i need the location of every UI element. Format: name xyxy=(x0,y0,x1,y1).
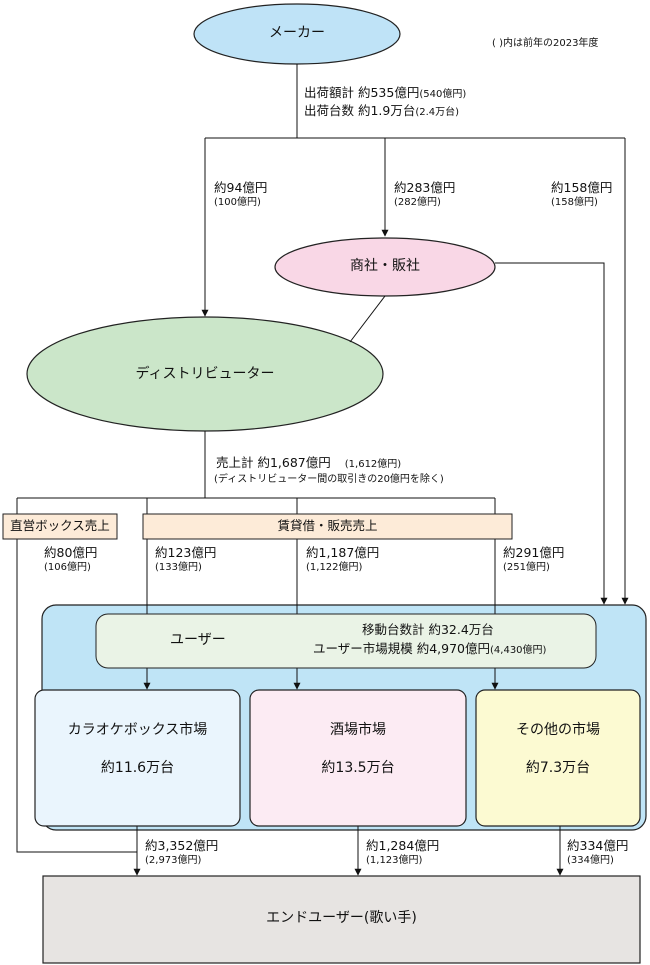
users-market-size-value: ユーザー市場規模 約4,970億円 xyxy=(313,641,491,656)
flow-end-other-value: 約334億円 xyxy=(567,838,629,853)
flow-end-bar-prev: (1,123億円) xyxy=(366,855,423,866)
rental-channel-label: 賃貸借・販売売上 xyxy=(277,518,378,533)
users-market-size: ユーザー市場規模 約4,970億円(4,430億円) xyxy=(313,641,547,657)
distributor-sales-prev: (1,612億円) xyxy=(344,459,402,470)
market-karaoke-value: 約11.6万台 xyxy=(100,760,175,776)
distributor-sales-value: 売上計 約1,687億円 xyxy=(216,455,331,470)
market-box-bar xyxy=(249,689,467,827)
users-mobile-count: 移動台数計 約32.4万台 xyxy=(362,622,494,637)
market-other-name: その他の市場 xyxy=(516,722,600,738)
distributor-sales: 売上計 約1,687億円 (1,612億円) xyxy=(216,455,402,471)
maker-label: メーカー xyxy=(269,25,325,41)
trader-label: 商社・販社 xyxy=(350,258,420,274)
shipment-units: 出荷台数 約1.9万台(2.4万台) xyxy=(304,103,460,119)
flow-to-users-value: 約158億円 xyxy=(551,180,613,195)
market-other-value: 約7.3万台 xyxy=(525,760,591,776)
end-user-box xyxy=(42,875,641,964)
flow-rental-karaoke-prev: (133億円) xyxy=(155,562,202,573)
rental-channel-box xyxy=(142,513,513,540)
flow-to-distributor-prev: (100億円) xyxy=(214,197,261,208)
flow-direct-box-value: 約80億円 xyxy=(44,545,98,560)
shipment-units-prev: (2.4万台) xyxy=(415,107,460,118)
shipment-units-value: 出荷台数 約1.9万台 xyxy=(304,103,416,118)
flow-to-users-prev: (158億円) xyxy=(551,197,598,208)
flow-end-bar-value: 約1,284億円 xyxy=(366,838,440,853)
year-note: ( )内は前年の2023年度 xyxy=(492,38,599,49)
distributor-label: ディストリビューター xyxy=(135,366,275,382)
end-user-label: エンドユーザー(歌い手) xyxy=(266,910,417,926)
flow-to-distributor-value: 約94億円 xyxy=(214,180,268,195)
shipment-amount-value: 出荷額計 約535億円 xyxy=(304,85,420,100)
market-box-other xyxy=(475,689,641,827)
flow-to-trader-prev: (282億円) xyxy=(394,197,441,208)
flow-rental-other-value: 約291億円 xyxy=(503,545,565,560)
flow-rental-other-prev: (251億円) xyxy=(503,562,550,573)
direct-channel-box xyxy=(2,513,118,540)
shipment-amount-prev: (540億円) xyxy=(419,89,467,100)
direct-channel-label: 直営ボックス売上 xyxy=(10,518,110,533)
market-bar-value: 約13.5万台 xyxy=(321,760,395,776)
market-box-karaoke xyxy=(34,689,241,827)
distributor-sales-note: (ディストリビューター間の取引きの20億円を除く) xyxy=(214,474,444,485)
flow-direct-box-prev: (106億円) xyxy=(44,562,91,573)
shipment-amount: 出荷額計 約535億円(540億円) xyxy=(304,85,467,101)
flow-end-other-prev: (334億円) xyxy=(567,855,614,866)
flow-rental-bar-prev: (1,122億円) xyxy=(306,562,363,573)
user-summary-bar xyxy=(95,613,597,669)
flow-rental-bar-value: 約1,187億円 xyxy=(306,545,380,560)
flow-end-karaoke-prev: (2,973億円) xyxy=(145,855,202,866)
flow-end-karaoke-value: 約3,352億円 xyxy=(145,838,219,853)
users-market-size-prev: (4,430億円) xyxy=(490,645,547,656)
users-label: ユーザー xyxy=(170,632,226,648)
maker-flow-lines xyxy=(16,64,629,876)
market-bar-name: 酒場市場 xyxy=(330,722,386,738)
flow-to-trader-value: 約283億円 xyxy=(394,180,456,195)
flow-rental-karaoke-value: 約123億円 xyxy=(155,545,217,560)
market-karaoke-name: カラオケボックス市場 xyxy=(67,722,208,738)
